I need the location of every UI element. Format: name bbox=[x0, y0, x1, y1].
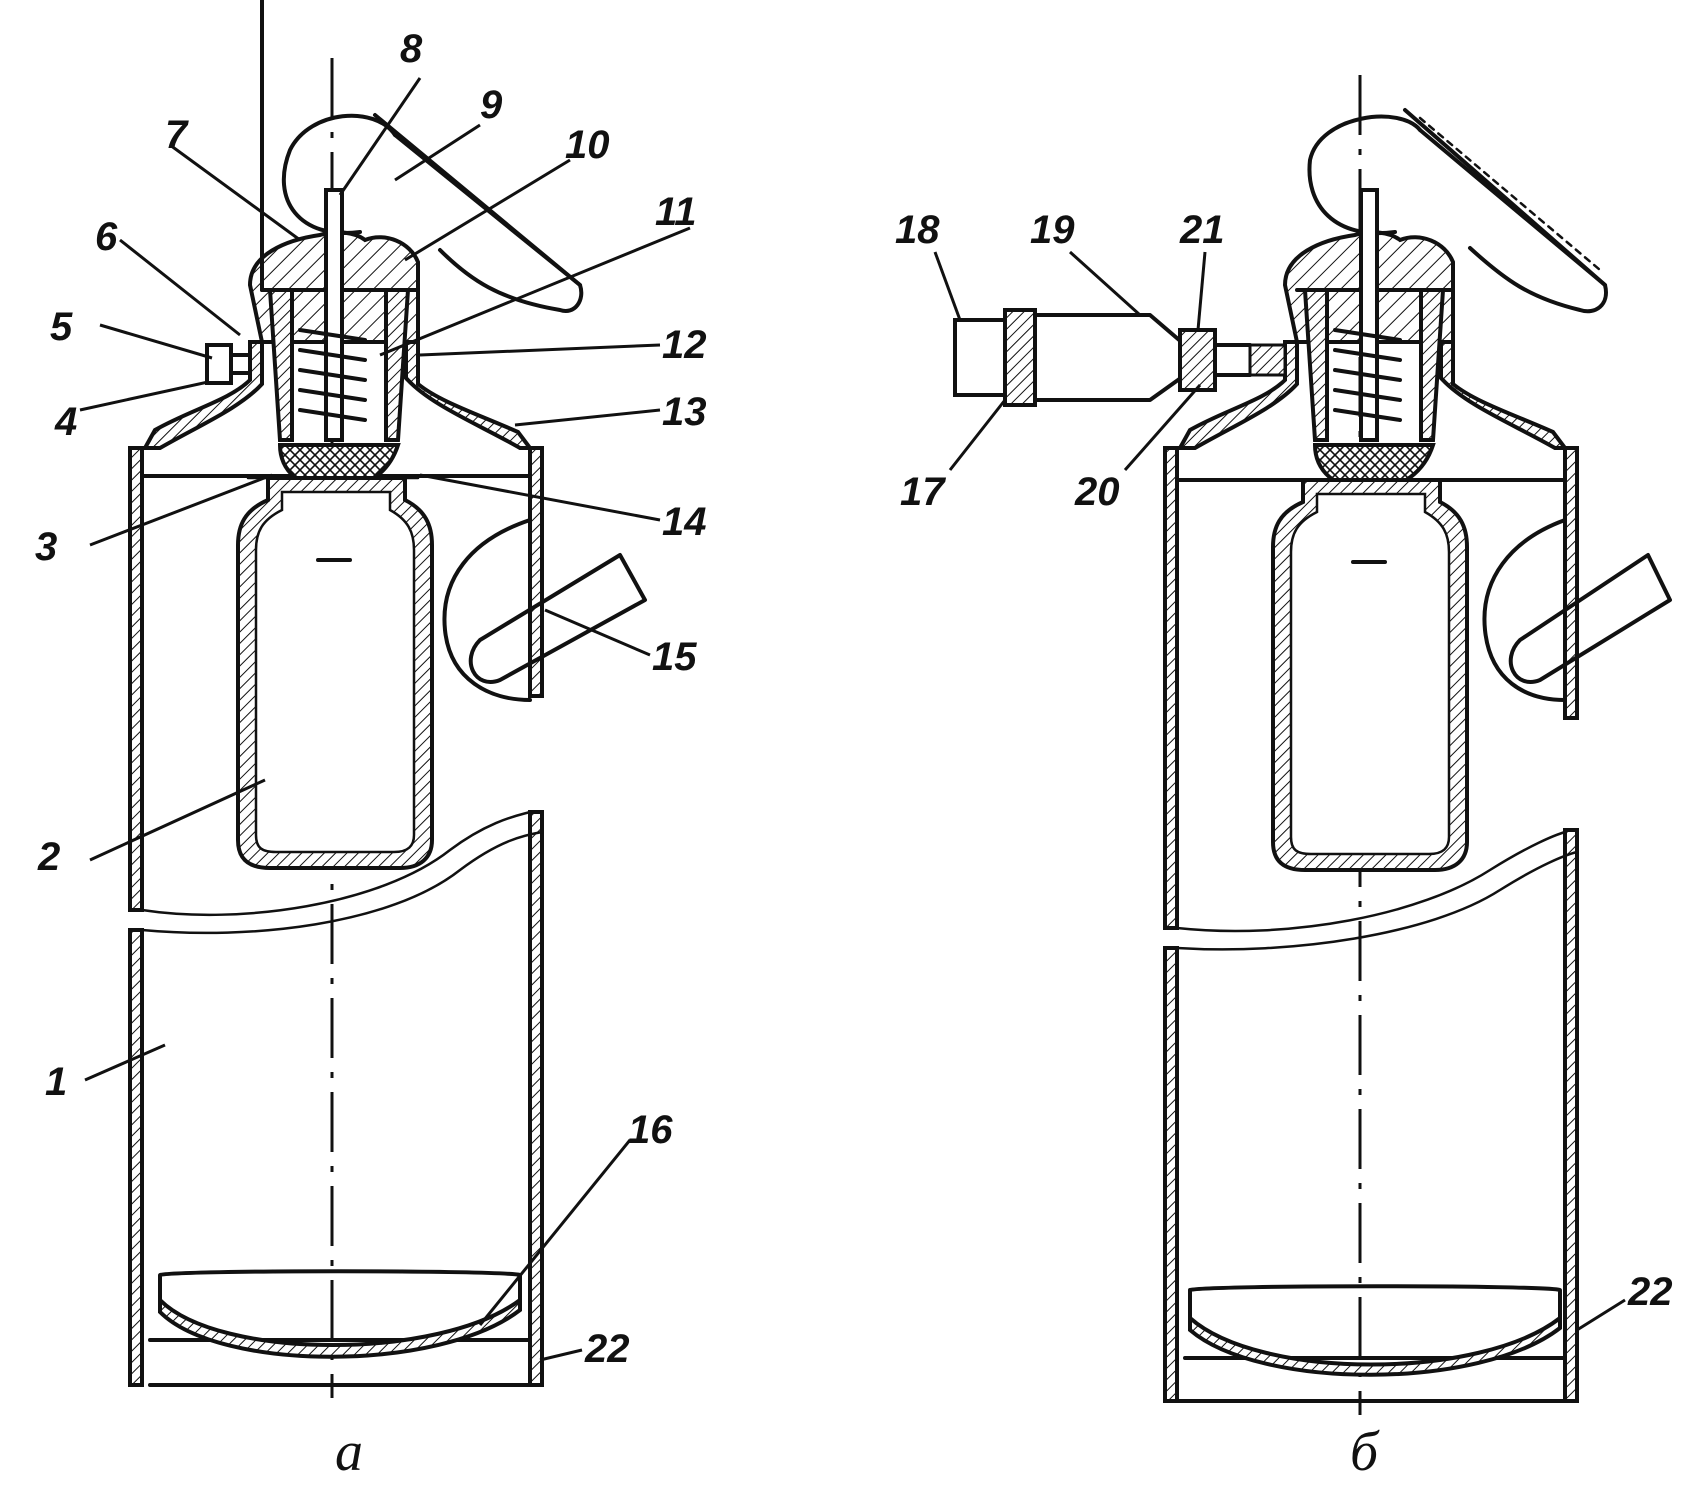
label-a-7: 7 bbox=[165, 113, 189, 157]
label-a-11: 11 bbox=[655, 190, 697, 234]
caption-a: a bbox=[335, 1421, 363, 1483]
label-a-15: 15 bbox=[652, 635, 697, 679]
label-a-12: 12 bbox=[662, 323, 707, 367]
side-nipple-a bbox=[205, 343, 252, 385]
label-a-9: 9 bbox=[480, 83, 503, 127]
label-a-4: 4 bbox=[54, 400, 77, 444]
label-a-2: 2 bbox=[37, 835, 60, 879]
label-a-6: 6 bbox=[95, 215, 118, 259]
leaders-b bbox=[933, 250, 1626, 1332]
label-a-3: 3 bbox=[35, 525, 57, 569]
siphon-b: 18 19 21 17 20 22 б bbox=[895, 75, 1673, 1483]
label-a-22: 22 bbox=[584, 1327, 630, 1371]
label-b-21: 21 bbox=[1179, 208, 1225, 252]
label-a-14: 14 bbox=[662, 500, 707, 544]
lever-b bbox=[1307, 108, 1608, 314]
charging-adapter bbox=[953, 308, 1287, 407]
label-b-19: 19 bbox=[1030, 208, 1075, 252]
label-a-13: 13 bbox=[662, 390, 707, 434]
label-b-22: 22 bbox=[1627, 1270, 1673, 1314]
siphon-a: 1 2 3 4 5 6 7 8 9 10 11 12 13 14 15 16 2… bbox=[35, 0, 707, 1483]
label-a-5: 5 bbox=[50, 305, 73, 349]
handle-b bbox=[1482, 518, 1672, 702]
label-a-16: 16 bbox=[628, 1108, 673, 1152]
label-b-18: 18 bbox=[895, 208, 940, 252]
valve-b bbox=[1295, 188, 1455, 493]
label-b-17: 17 bbox=[900, 470, 946, 514]
label-a-1: 1 bbox=[45, 1060, 67, 1104]
leaders-a bbox=[79, 77, 691, 1362]
handle-a bbox=[442, 518, 647, 702]
label-a-8: 8 bbox=[400, 27, 423, 71]
label-a-10: 10 bbox=[565, 123, 610, 167]
label-b-20: 20 bbox=[1074, 470, 1120, 514]
caption-b: б bbox=[1350, 1421, 1380, 1483]
